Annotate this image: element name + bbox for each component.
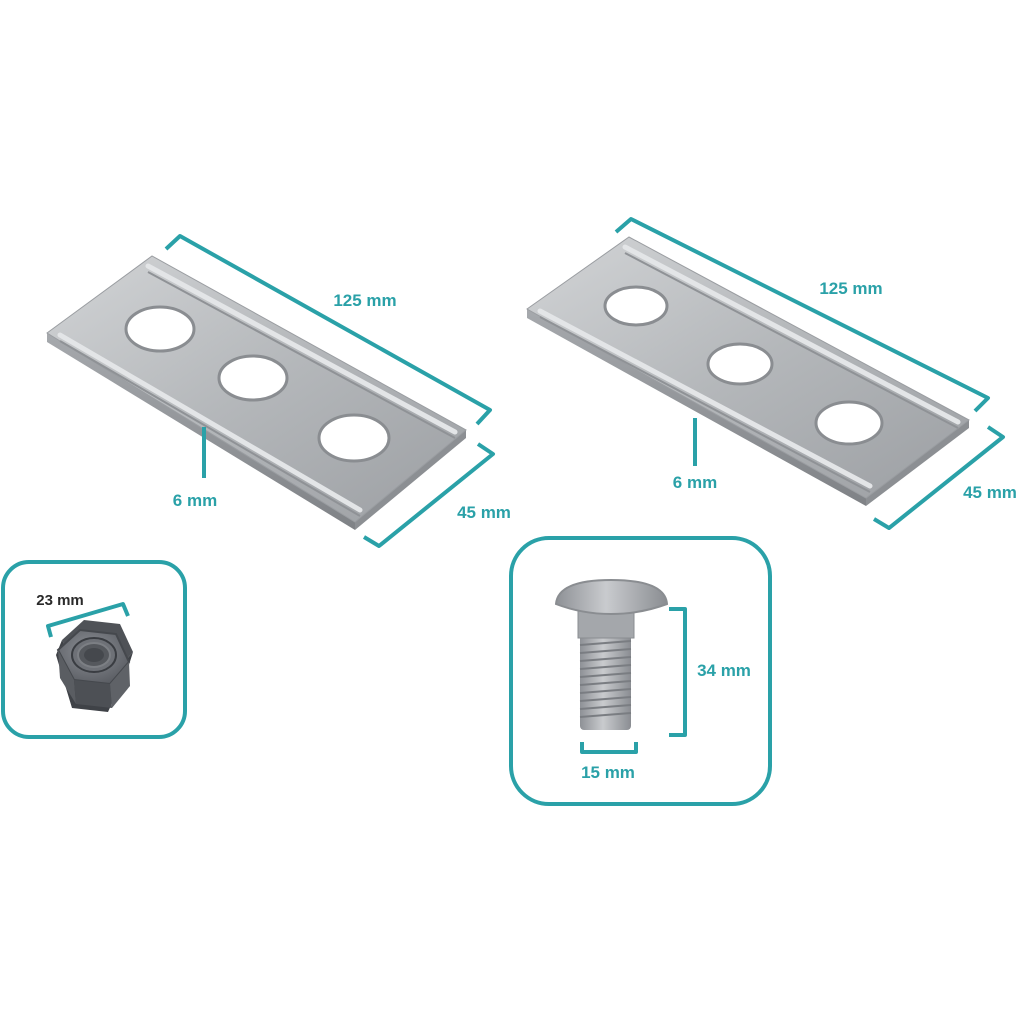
- right-length-dimension-line: [614, 217, 990, 413]
- right-plate-image: [526, 236, 970, 506]
- left-length-dimension-line: [164, 234, 492, 426]
- bolt-length-label: 34 mm: [697, 661, 751, 680]
- left-plate-group: 125 mm 45 mm 6 mm: [46, 234, 511, 548]
- right-thickness-label: 6 mm: [673, 473, 717, 492]
- right-width-dimension-line: [872, 425, 1005, 530]
- right-length-label: 125 mm: [819, 279, 882, 298]
- bolt-card: 34 mm 15 mm: [509, 536, 772, 806]
- right-plate-group: 125 mm 45 mm 6 mm: [526, 217, 1017, 530]
- left-width-dimension-line: [362, 442, 495, 548]
- left-plate-image: [46, 255, 467, 530]
- bolt-diameter-label: 15 mm: [581, 763, 635, 782]
- bolt-length-dimension-line: [669, 607, 687, 737]
- bolt-diameter-dimension-line: [580, 742, 638, 754]
- left-thickness-label: 6 mm: [173, 491, 217, 510]
- carriage-bolt-icon: [554, 578, 669, 730]
- left-width-label: 45 mm: [457, 503, 511, 522]
- right-width-label: 45 mm: [963, 483, 1017, 502]
- left-length-label: 125 mm: [333, 291, 396, 310]
- nut-card: 23 mm: [1, 560, 187, 739]
- hex-nut-icon: [56, 620, 133, 712]
- nut-size-label: 23 mm: [36, 592, 84, 609]
- nut-size-dimension-line: [46, 602, 130, 638]
